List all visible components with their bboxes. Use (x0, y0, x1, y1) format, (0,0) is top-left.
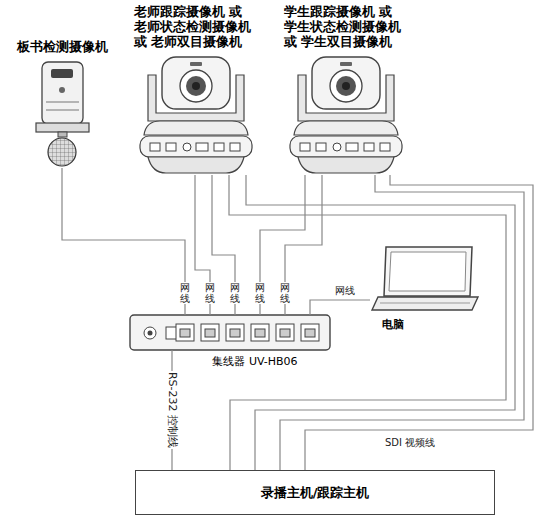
camera-dome (48, 138, 76, 166)
node-label: 老师跟踪摄像机 或 老师状态检测摄像机 或 老师双目摄像机 (134, 5, 259, 50)
dome-grid (48, 138, 76, 166)
board-camera (36, 62, 89, 166)
cable-label: SDI 视频线 (384, 436, 436, 450)
camera-stem (58, 132, 67, 137)
node-label: 电脑 (382, 317, 404, 332)
hub (130, 315, 330, 350)
laptop-keyboard (372, 297, 478, 310)
laptop (372, 247, 478, 310)
hub-body (130, 315, 330, 350)
camera-led (59, 87, 65, 93)
board-camera-node: 板书检测摄像机 (35, 60, 90, 168)
power-jack (144, 327, 156, 339)
cable-label: 网线 (279, 282, 291, 304)
node-label: 录播主机/跟踪主机 (261, 484, 370, 502)
cable-line (229, 175, 506, 470)
ptz-camera (290, 57, 402, 173)
node-label: 板书检测摄像机 (17, 40, 108, 55)
cable-label: 网线 (334, 284, 356, 298)
cable-line (246, 175, 515, 470)
laptop-display (389, 252, 466, 291)
student-camera-node: 学生跟踪摄像机 或 学生状态检测摄像机 或 学生双目摄像机 (290, 55, 402, 175)
laptop-screen (384, 247, 472, 296)
cable-line (280, 175, 524, 470)
camera-trim (46, 110, 79, 111)
cable-line (62, 168, 185, 315)
hub-node: 集线器 UV-HB06 (130, 315, 330, 350)
ptz-camera (140, 57, 252, 173)
node-label: 集线器 UV-HB06 (212, 354, 297, 369)
recorder-box: 录播主机/跟踪主机 (135, 470, 495, 515)
keyboard-row (380, 303, 470, 304)
teacher-camera-node: 老师跟踪摄像机 或 老师状态检测摄像机 或 老师双目摄像机 (140, 55, 252, 175)
cable-label: RS-232 控制线 (165, 371, 180, 449)
camera-lens (51, 69, 73, 78)
power-pin (148, 331, 153, 336)
cable-label: 网线 (229, 282, 241, 304)
camera-base (36, 123, 89, 132)
cable-line (310, 300, 370, 315)
camera-body (42, 62, 83, 124)
rj45-ports (176, 324, 319, 341)
cable-label: 网线 (254, 282, 266, 304)
cable-label: 网线 (179, 282, 191, 304)
camera-trim (46, 102, 79, 103)
cable-line (305, 175, 533, 470)
computer-node: 电脑 (370, 245, 480, 312)
node-label: 学生跟踪摄像机 或 学生状态检测摄像机 或 学生双目摄像机 (284, 5, 409, 50)
cable-label: 网线 (204, 282, 216, 304)
